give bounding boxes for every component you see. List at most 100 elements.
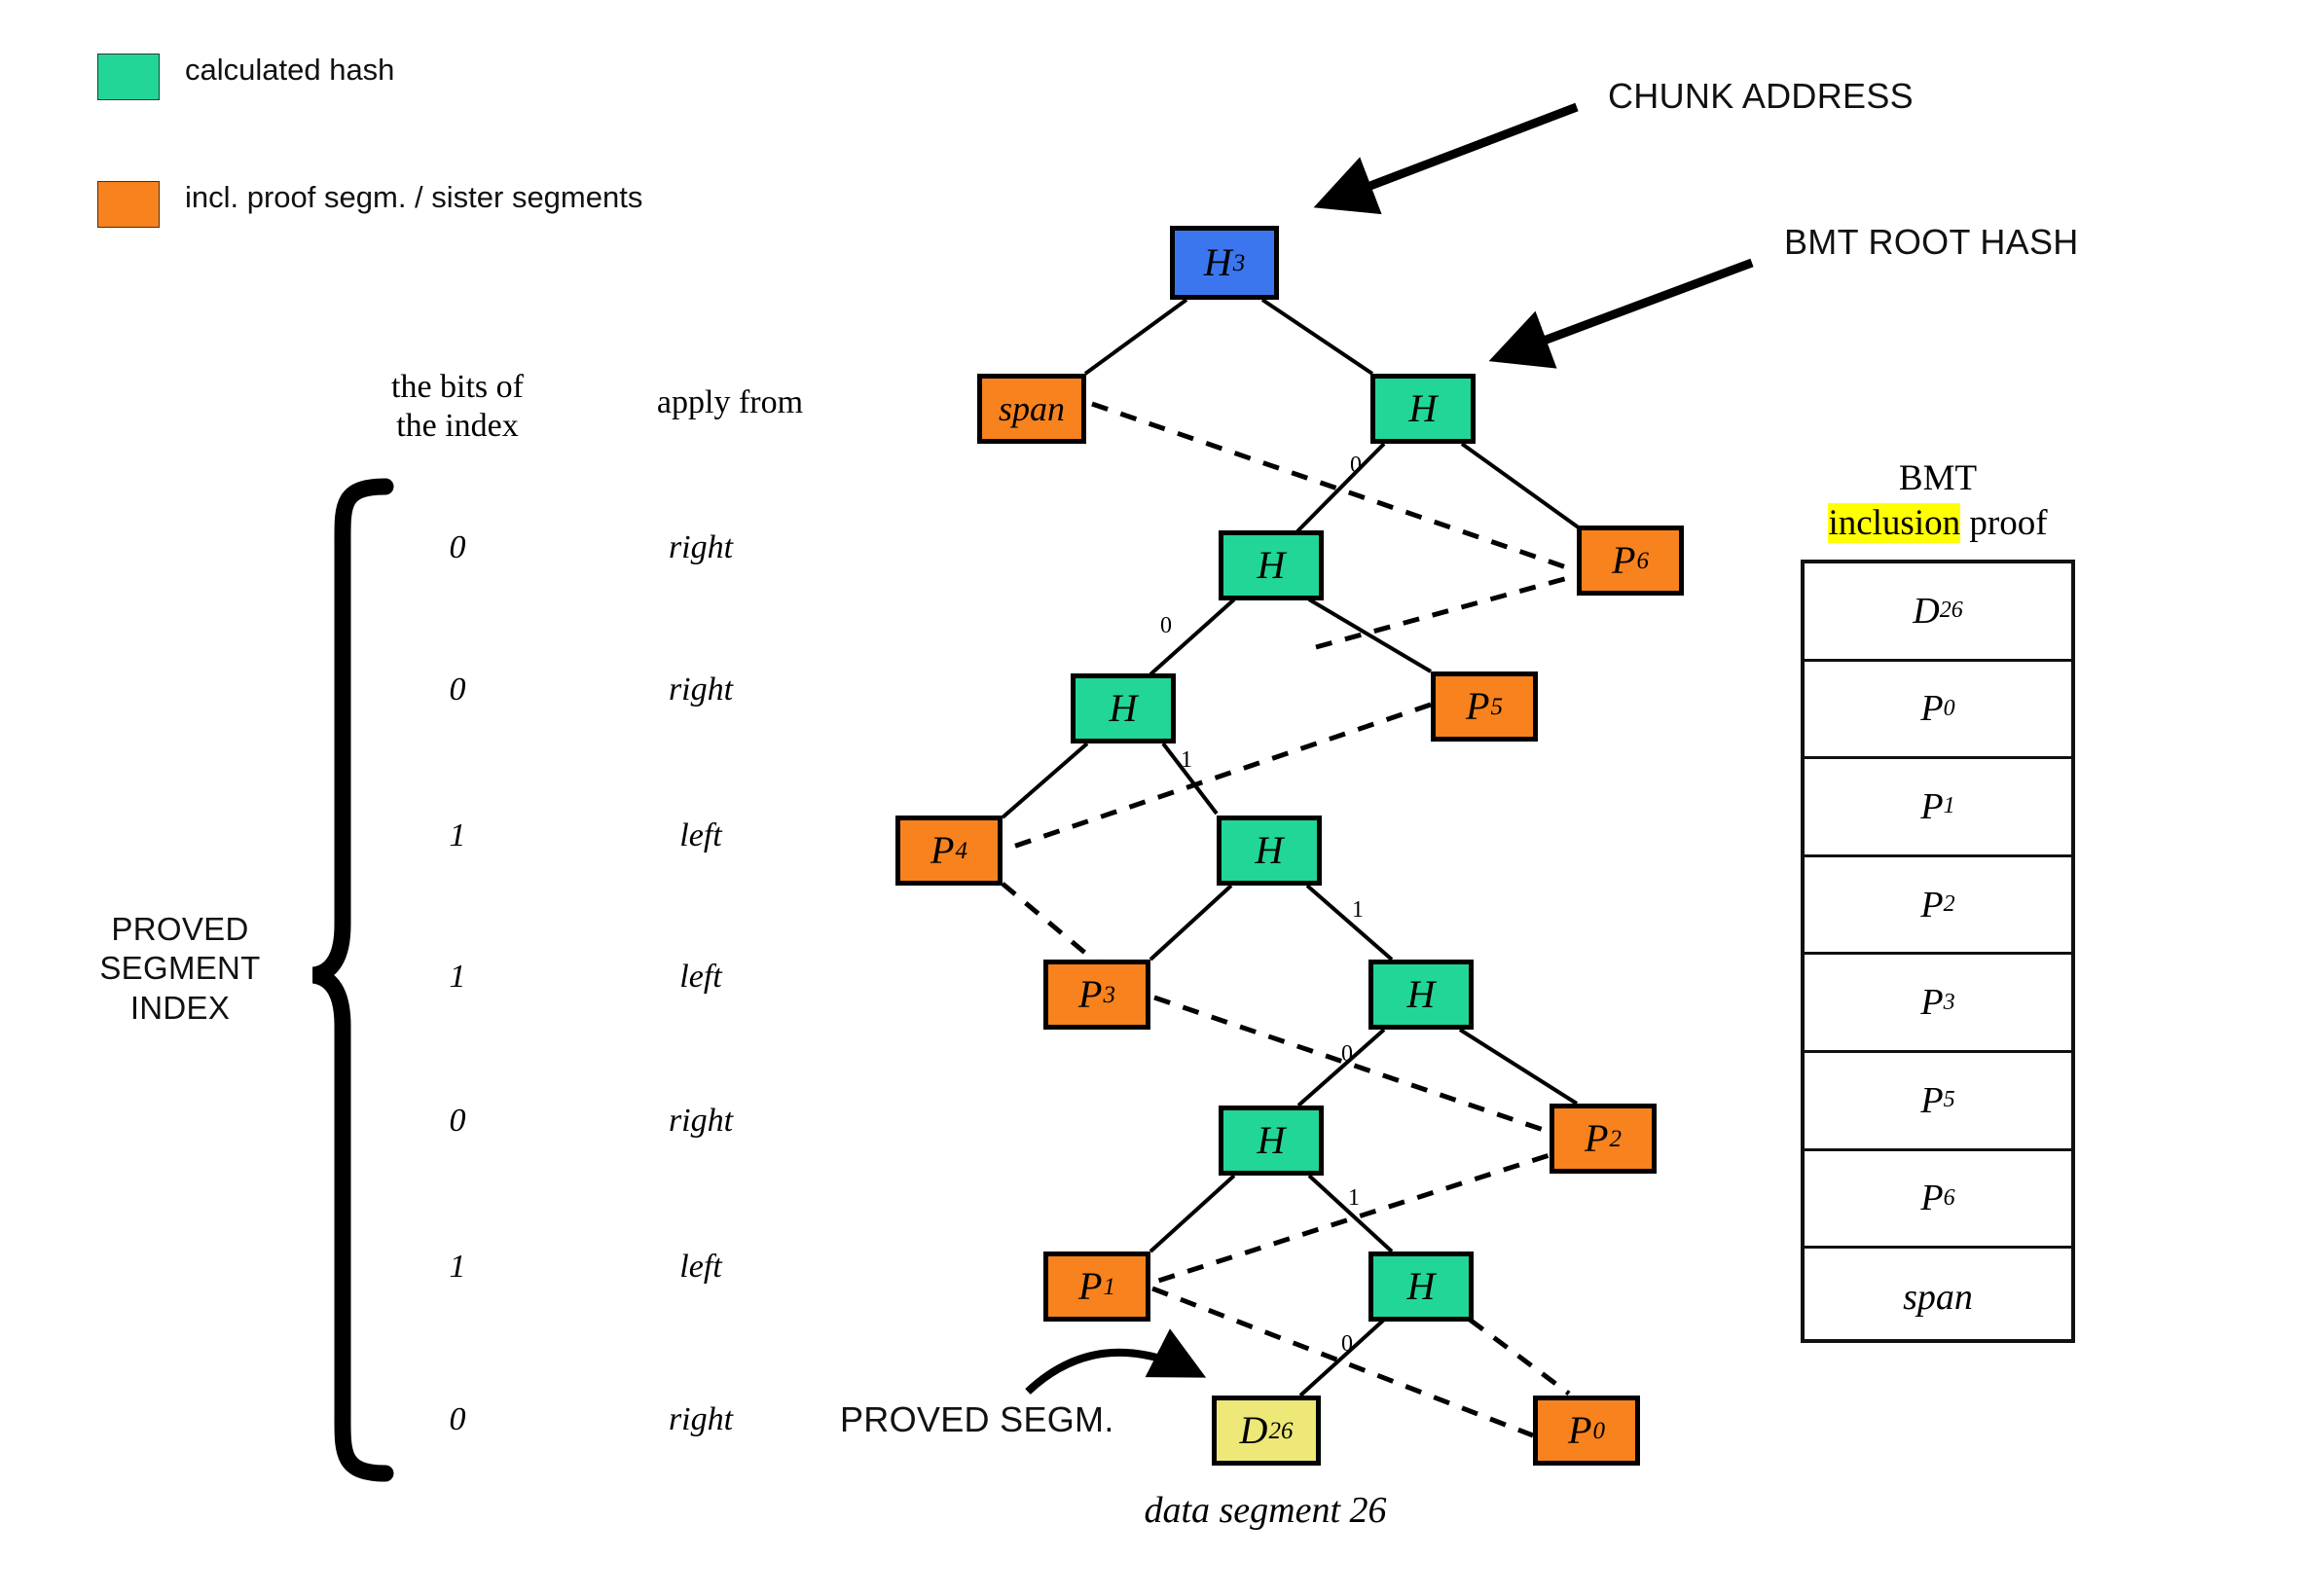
bits-column-header: the bits of the index — [321, 368, 594, 446]
apply-row-3: left — [679, 959, 722, 995]
proof-row-subscript: 1 — [1943, 793, 1955, 819]
node-subscript: 26 — [1268, 1417, 1294, 1444]
apply-row-0: right — [668, 529, 734, 565]
node-label: H — [1109, 686, 1138, 730]
node-subscript: 3 — [1103, 981, 1115, 1008]
tree-node-h-level2[interactable]: H — [1219, 1106, 1324, 1176]
edge-bit-5: 1 — [1348, 1185, 1360, 1211]
bit-row-1: 0 — [449, 671, 466, 707]
node-label: span — [998, 389, 1065, 428]
proof-row-label: span — [1903, 1277, 1973, 1319]
proof-row-label: P — [1920, 688, 1944, 730]
proof-table-title-highlight: inclusion — [1828, 503, 1961, 543]
apply-row-4: right — [668, 1103, 734, 1139]
tree-node-bmt-root-hash[interactable]: H — [1370, 374, 1476, 444]
edge-bit-2: 1 — [1181, 747, 1192, 773]
bit-row-5: 1 — [449, 1249, 466, 1285]
node-label: P — [1585, 1116, 1609, 1160]
node-subscript: 2 — [1609, 1125, 1622, 1152]
tree-node-h-level6[interactable]: H — [1219, 530, 1324, 600]
node-label: P — [1078, 972, 1103, 1016]
brace-label-line2: SEGMENT — [99, 950, 261, 987]
brace-label-proved-segment-index: PROVED SEGMENT INDEX — [49, 910, 311, 1028]
apply-row-6: right — [668, 1401, 734, 1437]
edge-bit-4: 0 — [1341, 1041, 1353, 1067]
brace-label-line3: INDEX — [129, 989, 231, 1026]
tree-node-h-level1[interactable]: H — [1368, 1251, 1474, 1322]
diagram-caption: data segment 26 — [1144, 1490, 1387, 1531]
node-subscript: 5 — [1490, 693, 1503, 720]
legend-swatch-calculated-hash — [97, 54, 160, 100]
legend-label-calculated-hash: calculated hash — [185, 53, 395, 87]
proof-row-subscript: 26 — [1939, 598, 1963, 624]
tree-node-span[interactable]: span — [977, 374, 1086, 444]
apply-row-2: left — [679, 817, 722, 853]
apply-row-5: left — [679, 1249, 722, 1285]
proof-table-title-line2: inclusion proof — [1781, 502, 2095, 544]
bits-header-line2: the index — [396, 408, 519, 445]
edge-bit-3: 1 — [1352, 897, 1364, 923]
node-label: H — [1257, 1118, 1286, 1162]
legend-label-sister-segments: incl. proof segm. / sister segments — [185, 180, 643, 214]
brace-label-line1: PROVED — [111, 911, 249, 947]
proof-row-label: P — [1920, 1079, 1944, 1121]
tree-node-h-level3[interactable]: H — [1368, 960, 1474, 1030]
edge-bit-1: 0 — [1160, 613, 1172, 638]
node-subscript: 0 — [1592, 1417, 1605, 1444]
bit-row-3: 1 — [449, 959, 466, 995]
proof-row-subscript: 6 — [1943, 1184, 1955, 1211]
node-label: H — [1406, 1264, 1436, 1308]
node-subscript: 4 — [955, 837, 967, 864]
bits-header-line1: the bits of — [391, 369, 524, 405]
node-label: P — [1612, 538, 1636, 582]
proof-table-title-line1: BMT — [1898, 458, 1978, 498]
bit-row-2: 1 — [449, 817, 466, 853]
proof-row-subscript: 5 — [1943, 1087, 1955, 1113]
proof-table-title-rest: proof — [1960, 503, 2048, 543]
tree-node-h-level4[interactable]: H — [1217, 816, 1322, 886]
proof-table-row[interactable]: span — [1805, 1249, 2071, 1347]
node-label: H — [1406, 972, 1436, 1016]
node-label: H — [1255, 828, 1284, 872]
proof-row-label: P — [1920, 1178, 1944, 1219]
proof-row-label: P — [1920, 884, 1944, 925]
proof-row-subscript: 3 — [1943, 989, 1955, 1015]
proof-row-label: P — [1920, 982, 1944, 1024]
tree-node-h-level5[interactable]: H — [1071, 673, 1176, 744]
node-subscript: 1 — [1103, 1273, 1115, 1300]
node-label: H — [1408, 386, 1438, 430]
bit-row-6: 0 — [449, 1401, 466, 1437]
node-label: P — [1568, 1408, 1592, 1452]
bit-row-0: 0 — [449, 529, 466, 565]
edge-bit-6: 0 — [1341, 1331, 1353, 1357]
proof-row-subscript: 0 — [1943, 695, 1955, 721]
node-subscript: 6 — [1636, 547, 1649, 574]
legend-swatch-sister-segments — [97, 181, 160, 228]
edge-bit-0: 0 — [1350, 453, 1362, 478]
callout-bmt-root-hash: BMT ROOT HASH — [1784, 222, 2079, 262]
bit-row-4: 0 — [449, 1103, 466, 1139]
proof-row-subscript: 2 — [1943, 891, 1955, 918]
node-label: P — [930, 828, 955, 872]
node-label: P — [1078, 1264, 1103, 1308]
apply-row-1: right — [668, 671, 734, 707]
callout-chunk-address: CHUNK ADDRESS — [1608, 76, 1914, 116]
